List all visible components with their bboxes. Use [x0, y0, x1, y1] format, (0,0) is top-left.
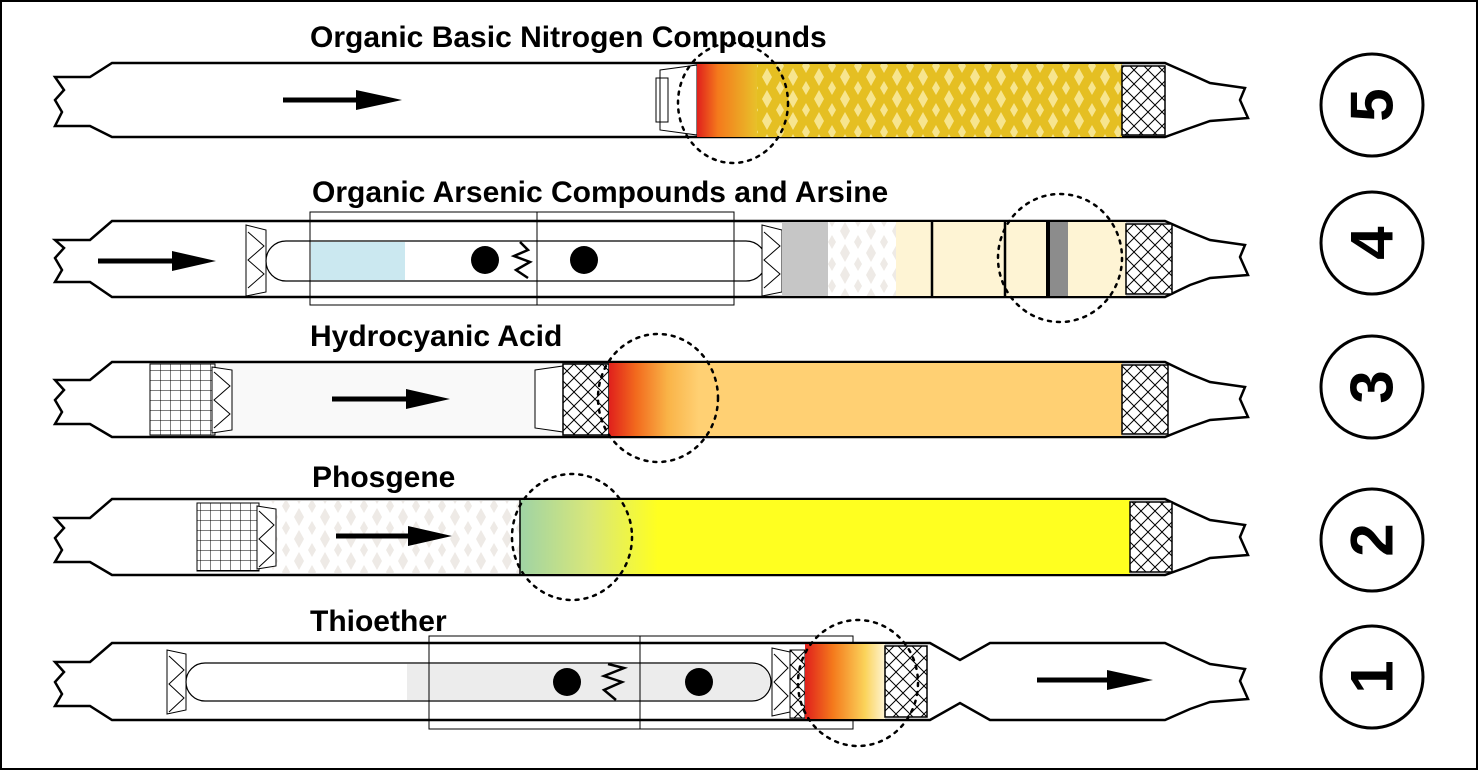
tube-4-ampoule-liquid — [311, 242, 405, 280]
tube-1-plug-left — [166, 649, 187, 715]
tube-5-number: 5 — [1339, 88, 1406, 121]
tube-2-pre-grid — [196, 502, 260, 572]
tube-2: Phosgene — [52, 461, 1250, 602]
tube-2-end-mesh — [1129, 501, 1173, 573]
tube-3-plug-left — [211, 366, 233, 434]
tube-2-title: Phosgene — [312, 461, 455, 494]
tube-5: Organic Basic Nitrogen Compounds — [52, 21, 1250, 165]
tube-1-end-mesh — [884, 645, 928, 718]
tube-1-title: Thioether — [310, 605, 447, 638]
tube-5-highlight-circle — [676, 41, 790, 165]
tube-3-reagent-layer — [699, 363, 1122, 436]
tube-5-badge: 5 — [1319, 52, 1425, 158]
tube-5-reagent-layer — [757, 64, 1122, 137]
tube-2-reagent-layer — [658, 500, 1130, 574]
tube-3: Hydrocyanic Acid — [52, 320, 1250, 464]
tube-5-indication-zone — [697, 64, 757, 137]
tube-3-number: 3 — [1339, 370, 1406, 403]
tube-4-break-point-right — [570, 246, 598, 274]
tube-4-indicator-layer — [896, 222, 1126, 296]
tube-2-badge: 2 — [1319, 487, 1425, 593]
tube-4-break-point-left — [471, 246, 499, 274]
tube-3-pre-grid — [149, 363, 216, 436]
tube-3-highlight-circle — [596, 332, 720, 464]
tube-4-badge: 4 — [1319, 190, 1425, 296]
tube-1-indication-zone — [805, 644, 885, 719]
tube-4-end-mesh — [1125, 223, 1173, 295]
tube-1-badge: 1 — [1319, 624, 1425, 730]
tube-1-break-point-left — [553, 668, 581, 696]
tube-4-title: Organic Arsenic Compounds and Arsine — [312, 176, 888, 209]
tube-4-highlight-circle — [996, 192, 1124, 324]
tube-2-highlight-circle — [510, 472, 634, 602]
tube-4-flow-arrow-icon — [172, 251, 216, 271]
tube-4: Organic Arsenic Compounds and Arsine — [51, 176, 1250, 324]
number-badges: 5 4 3 2 1 — [1319, 52, 1425, 730]
tube-4-ampoule-sleeve — [309, 211, 735, 306]
tube-1-highlight-circle — [796, 618, 920, 748]
tube-4-separator-3 — [1046, 222, 1050, 296]
tube-1-number: 1 — [1339, 660, 1406, 693]
tube-4-band-pattern — [828, 222, 896, 296]
tube-3-flow-arrow-icon — [406, 389, 450, 409]
tube-3-badge: 3 — [1319, 334, 1425, 440]
tube-4-number: 4 — [1339, 226, 1406, 260]
tube-3-mesh-middle — [562, 363, 610, 436]
tube-5-flow-arrow-icon — [356, 90, 402, 110]
tube-1: Thioether — [52, 605, 1250, 748]
tube-1-flow-arrow-icon — [1107, 670, 1153, 690]
tube-4-band-dark — [1050, 222, 1068, 296]
tube-2-indication-zone — [520, 500, 658, 574]
tube-4-break-zigzag-icon — [510, 241, 533, 280]
tube-3-indication-zone — [609, 363, 699, 436]
tube-4-band-gray — [782, 222, 828, 296]
tube-2-flow-arrow-icon — [408, 526, 452, 546]
tube-3-end-mesh — [1121, 364, 1169, 435]
tube-2-number: 2 — [1339, 523, 1406, 556]
tube-5-end-mesh — [1121, 65, 1166, 136]
tube-3-title: Hydrocyanic Acid — [310, 320, 562, 353]
tube-1-break-point-right — [685, 668, 713, 696]
tube-1-break-zigzag-icon — [600, 662, 629, 701]
tube-3-plug-middle — [534, 365, 564, 433]
tube-5-title: Organic Basic Nitrogen Compounds — [310, 21, 827, 54]
tube-1-ampoule-liquid — [407, 664, 770, 700]
tube-5-plug-inner — [655, 77, 669, 123]
